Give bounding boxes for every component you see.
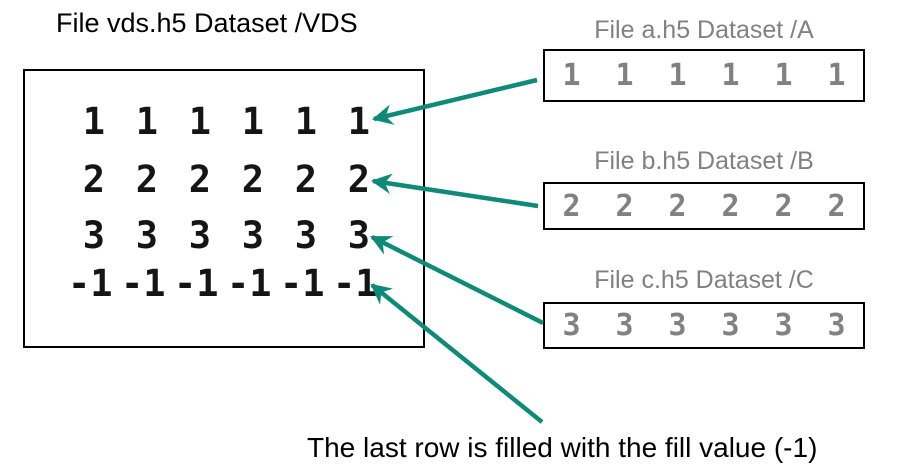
vds-cell: 2 [347, 158, 370, 201]
source-a-cell: 1 [562, 58, 581, 93]
source-c-title: File c.h5 Dataset /C [594, 266, 814, 294]
source-b-box: 2 2 2 2 2 2 [543, 182, 865, 230]
source-c-cell: 3 [774, 308, 793, 343]
fill-value-caption: The last row is filled with the fill val… [307, 432, 818, 463]
vds-cell: -1 [333, 262, 378, 305]
source-b-cell: 2 [615, 188, 634, 224]
vds-cell: 1 [294, 100, 317, 143]
source-c-cell: 3 [615, 308, 634, 343]
vds-cell: 2 [135, 158, 158, 201]
vds-cell: 1 [82, 100, 105, 143]
vds-cell: 3 [82, 214, 105, 257]
source-c-cell: 3 [668, 308, 687, 343]
vds-cell: -1 [280, 262, 325, 305]
source-a-cell: 1 [615, 58, 634, 93]
source-b-cell: 2 [562, 188, 581, 224]
source-a-title: File a.h5 Dataset /A [594, 16, 814, 44]
vds-row-3: 3 3 3 3 3 3 [68, 216, 386, 256]
vds-dataset-title: File vds.h5 Dataset /VDS [56, 8, 358, 38]
vds-cell: 1 [241, 100, 264, 143]
source-c-box: 3 3 3 3 3 3 [543, 302, 865, 349]
vds-cell: 1 [347, 100, 370, 143]
vds-cell: 3 [294, 214, 317, 257]
source-a-cell: 1 [668, 58, 687, 93]
vds-cell: 2 [294, 158, 317, 201]
source-c-cell: 3 [827, 308, 846, 343]
source-b-cell: 2 [721, 188, 740, 224]
vds-row-1: 1 1 1 1 1 1 [68, 102, 386, 142]
source-c-cell: 3 [562, 308, 581, 343]
vds-cell: 3 [241, 214, 264, 257]
source-a-box: 1 1 1 1 1 1 [543, 49, 865, 102]
vds-cell: 1 [135, 100, 158, 143]
vds-cell: 2 [82, 158, 105, 201]
vds-row-2: 2 2 2 2 2 2 [68, 160, 386, 200]
vds-cell: 1 [188, 100, 211, 143]
vds-cell: 3 [188, 214, 211, 257]
source-b-title: File b.h5 Dataset /B [594, 147, 814, 175]
source-a-cell: 1 [774, 58, 793, 93]
source-c-cell: 3 [721, 308, 740, 343]
vds-dataset-box: 1 1 1 1 1 1 2 2 2 2 2 2 3 3 3 3 3 3 -1 -… [23, 69, 425, 348]
vds-cell: -1 [174, 262, 219, 305]
source-b-cell: 2 [827, 188, 846, 224]
vds-cell: 2 [241, 158, 264, 201]
vds-cell: 3 [135, 214, 158, 257]
vds-cell: 2 [188, 158, 211, 201]
vds-row-fill: -1 -1 -1 -1 -1 -1 [68, 264, 386, 304]
vds-cell: -1 [68, 262, 113, 305]
vds-cell: 3 [347, 214, 370, 257]
vds-cell: -1 [121, 262, 166, 305]
source-a-cell: 1 [827, 58, 846, 93]
source-b-cell: 2 [668, 188, 687, 224]
source-b-cell: 2 [774, 188, 793, 224]
source-a-cell: 1 [721, 58, 740, 93]
vds-cell: -1 [227, 262, 272, 305]
